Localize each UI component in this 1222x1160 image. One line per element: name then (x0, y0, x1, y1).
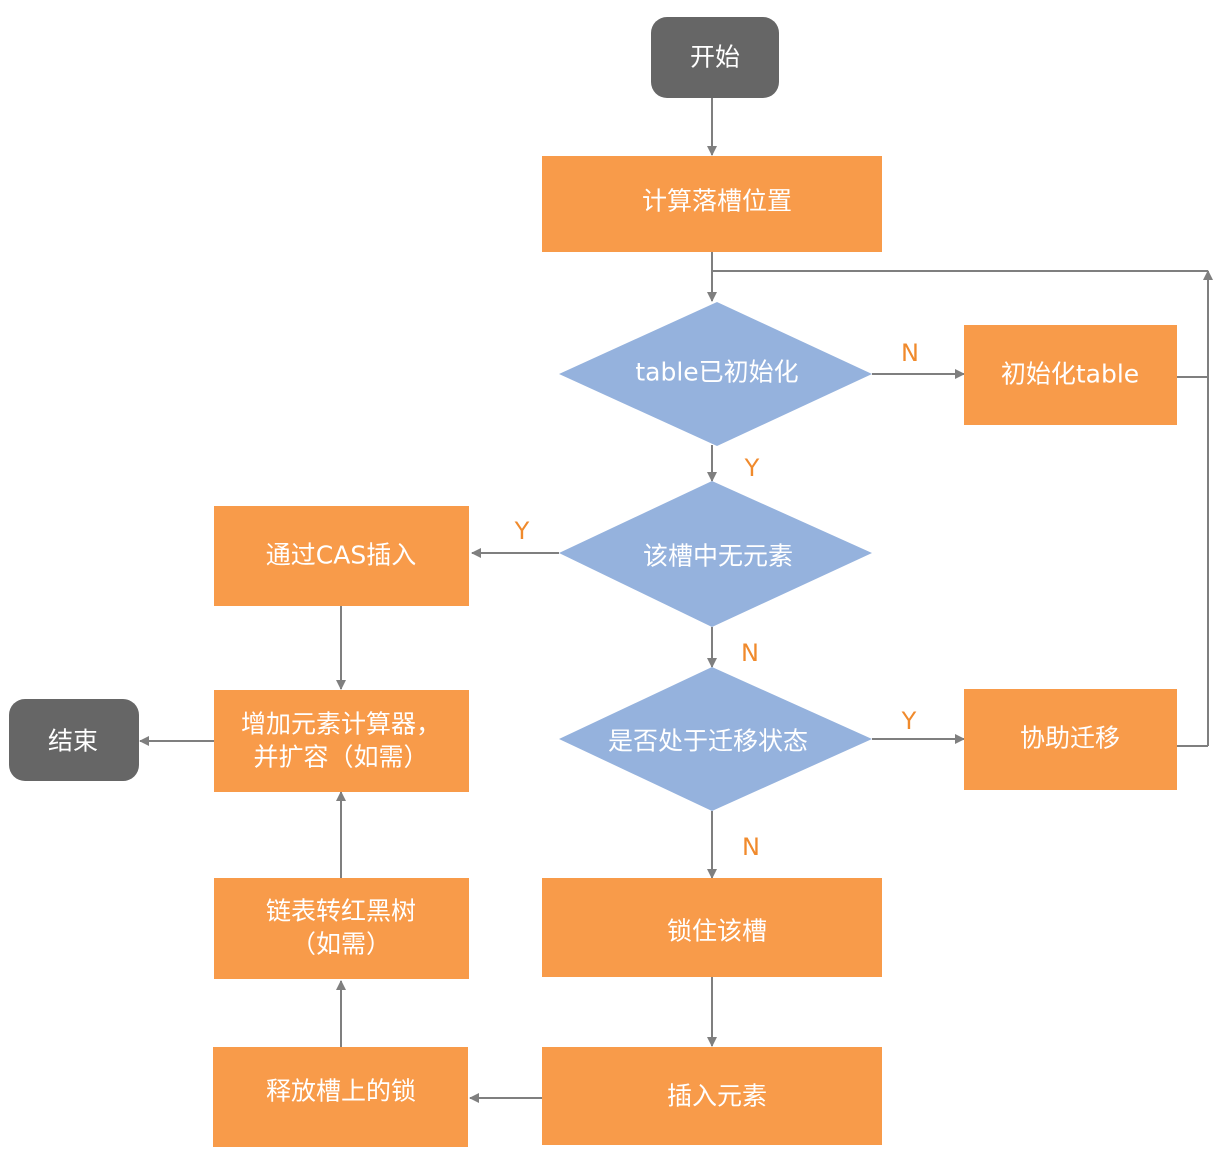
migrating-label: 是否处于迁移状态 (608, 727, 808, 756)
calc-slot-node (542, 156, 882, 252)
calc-slot-label: 计算落槽位置 (642, 187, 792, 216)
increment-node (214, 690, 469, 792)
edge-label-migrating-yes: Y (901, 707, 917, 735)
edge-label-empty-yes: Y (514, 517, 530, 545)
table-inited-decision (559, 302, 872, 446)
start-node (651, 17, 779, 98)
cas-insert-label: 通过CAS插入 (266, 541, 416, 570)
migrating-decision (559, 667, 872, 811)
increment-label-line1: 增加元素计算器， (241, 710, 441, 739)
cas-insert-node (214, 506, 469, 606)
edge-labels: N Y Y N Y N (514, 339, 919, 861)
edge-label-init-yes: Y (744, 454, 760, 482)
treeify-label-line2: （如需） (291, 930, 391, 959)
end-node-label: 结束 (48, 727, 98, 756)
lock-slot-label: 锁住该槽 (667, 917, 767, 946)
unlock-slot-label: 释放槽上的锁 (266, 1077, 416, 1106)
table-inited-label: table已初始化 (635, 358, 798, 387)
edges (139, 98, 1213, 1103)
init-table-node (964, 325, 1177, 425)
help-migrate-label: 协助迁移 (1020, 724, 1120, 753)
help-migrate-node (964, 689, 1177, 790)
increment-label-line2: 并扩容（如需） (253, 743, 428, 772)
insert-element-node (542, 1047, 882, 1145)
treeify-label-line1: 链表转红黑树 (266, 897, 416, 926)
unlock-slot-node (213, 1047, 468, 1147)
edge-label-empty-no: N (741, 639, 759, 667)
edge-label-migrating-no: N (742, 833, 760, 861)
end-node (9, 699, 139, 781)
init-table-label: 初始化table (1001, 360, 1139, 389)
nodes: 开始 计算落槽位置 table已初始化 初始化table 该槽中无元素 通过CA… (9, 17, 1177, 1147)
treeify-node (214, 878, 469, 979)
slot-empty-decision (559, 481, 872, 627)
insert-element-label: 插入元素 (667, 1082, 767, 1111)
lock-slot-node (542, 878, 882, 977)
start-node-label: 开始 (690, 43, 740, 72)
slot-empty-label: 该槽中无元素 (643, 542, 793, 571)
edge-label-init-no: N (901, 339, 919, 367)
